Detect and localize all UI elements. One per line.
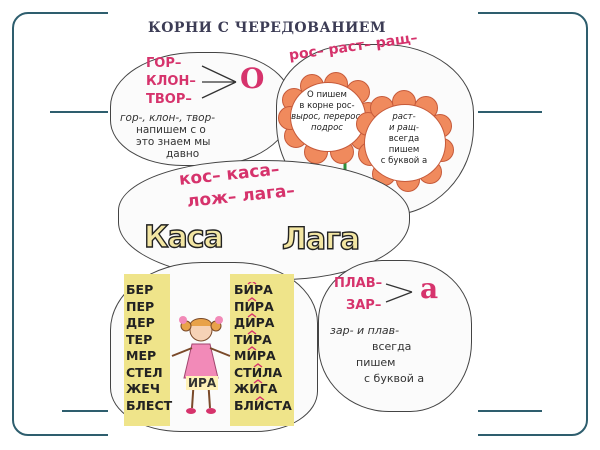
right-root: БЛИСТА xyxy=(234,397,292,413)
ros-circle-line-1: О пишем xyxy=(307,90,347,100)
root-plav: ПЛАВ– xyxy=(334,276,383,291)
right-root: СТИЛА xyxy=(234,364,283,380)
slide-rule-bottom-right xyxy=(470,410,542,412)
root-gor: ГОР– xyxy=(146,56,182,71)
plav-note-line-3: пишем xyxy=(356,356,396,369)
brace-arrows-plav xyxy=(385,283,413,303)
page-title: КОРНИ С ЧЕРЕДОВАНИЕМ xyxy=(148,20,386,36)
plav-note-line-4: с буквой а xyxy=(364,372,425,385)
right-root: ДИРА xyxy=(234,315,275,330)
left-root: БЕР xyxy=(126,282,154,297)
root-tvor: ТВОР– xyxy=(146,92,192,107)
right-root: МИРА xyxy=(234,348,276,363)
gor-note-line-2: напишем с о xyxy=(136,124,206,136)
gor-note-line-4: давно xyxy=(166,148,200,160)
right-root: ПИРА xyxy=(234,298,274,314)
left-root: ПЕР xyxy=(126,298,155,314)
rast-circle-line-1: раст- xyxy=(392,112,416,122)
rast-circle-line-3: всегда xyxy=(388,134,420,144)
stripe-left xyxy=(124,274,170,426)
left-root: МЕР xyxy=(126,348,157,363)
left-root: ДЕР xyxy=(126,315,155,330)
gor-note-line-3: это знаем мы xyxy=(136,136,211,148)
slide-rule-right xyxy=(470,111,542,113)
plav-note-line-2: всегда xyxy=(372,340,412,353)
slide-rule-bottom-left xyxy=(62,410,122,412)
rast-circle-line-5: с буквой а xyxy=(380,156,428,166)
doll-label: ИРА xyxy=(186,376,219,390)
box-kas xyxy=(118,160,410,280)
left-root: ТЕР xyxy=(126,331,153,347)
left-root: СТЕЛ xyxy=(126,364,163,380)
ros-circle-line-3: вырос, перерос, xyxy=(291,112,363,122)
i-highlight-marks xyxy=(247,282,265,401)
brace-arrows-gor xyxy=(201,65,237,99)
gor-note-line-1: гор-, клон-, твор- xyxy=(120,112,216,124)
rast-circle-line-4: пишем xyxy=(388,145,420,155)
letter-a: а xyxy=(420,272,439,305)
rast-circle-line-2: и ращ- xyxy=(389,123,419,133)
ros-circle-line-4: подрос xyxy=(311,123,343,133)
left-root: БЛЕСТ xyxy=(126,397,173,413)
plav-note-line-1: зар- и плав- xyxy=(330,324,400,337)
left-root-column: БЕР ПЕР ДЕР ТЕР МЕР СТЕЛ ЖЕЧ БЛЕСТ xyxy=(126,282,172,414)
doll-illustration xyxy=(171,316,231,414)
stripe-right xyxy=(230,274,294,426)
flower-circle-left xyxy=(290,82,366,152)
letter-o: О xyxy=(240,62,265,95)
root-zar: ЗАР– xyxy=(346,298,382,313)
word-kasa: Каса xyxy=(143,219,224,255)
slide-rule-left xyxy=(50,111,120,113)
box-plav xyxy=(318,260,472,412)
right-root: ЖИГА xyxy=(234,381,278,396)
right-root: БИРА xyxy=(234,282,273,297)
right-root-column: БИРА ПИРА ДИРА ТИРА МИРА СТИЛА ЖИГА БЛИС… xyxy=(234,282,292,414)
root-klon: КЛОН– xyxy=(146,74,196,89)
flower-circle-right xyxy=(364,104,446,182)
ros-circle-line-2: в корне рос- xyxy=(299,101,355,111)
word-laga: Лага xyxy=(281,221,360,257)
left-root: ЖЕЧ xyxy=(126,381,160,396)
right-root: ТИРА xyxy=(234,331,272,347)
